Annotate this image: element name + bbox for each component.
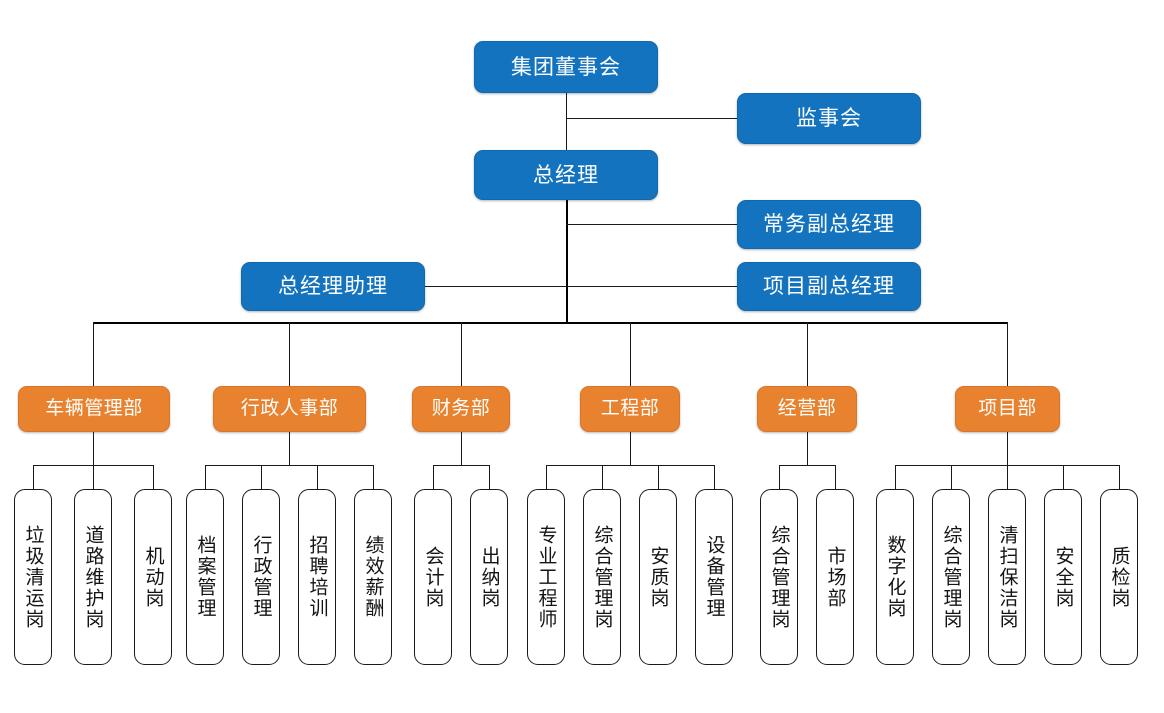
connector-leaf-drop-4-0 <box>779 465 780 489</box>
connector-gm-to-assistant <box>424 286 566 287</box>
dept-node-0[interactable]: 车辆管理部 <box>18 386 170 432</box>
connector-leaf-drop-3-2 <box>658 465 659 489</box>
dept-node-5[interactable]: 项目部 <box>955 386 1060 432</box>
connector-dept-3-drop <box>630 432 631 465</box>
connector-leaf-drop-0-0 <box>33 465 34 489</box>
node-general-manager[interactable]: 总经理 <box>474 150 658 200</box>
connector-board-to-gm <box>566 92 567 150</box>
connector-leaf-drop-0-2 <box>153 465 154 489</box>
position-node-3-0[interactable]: 专业工程师 <box>527 489 565 665</box>
position-node-1-1[interactable]: 行政管理 <box>242 489 280 665</box>
position-node-1-3[interactable]: 绩效薪酬 <box>354 489 392 665</box>
sub-bus-dept-1 <box>205 465 373 466</box>
connector-leaf-drop-1-1 <box>261 465 262 489</box>
connector-dept-5-drop <box>1007 432 1008 465</box>
connector-leaf-drop-1-3 <box>373 465 374 489</box>
connector-leaf-drop-1-2 <box>317 465 318 489</box>
connector-leaf-drop-5-2 <box>1007 465 1008 489</box>
connector-gm-to-project-vice <box>566 286 737 287</box>
position-node-0-0[interactable]: 垃圾清运岗 <box>14 489 52 665</box>
position-node-5-0[interactable]: 数字化岗 <box>876 489 914 665</box>
connector-leaf-drop-3-0 <box>546 465 547 489</box>
connector-leaf-drop-3-3 <box>714 465 715 489</box>
connector-leaf-drop-0-1 <box>93 465 94 489</box>
dept-node-2[interactable]: 财务部 <box>412 386 510 432</box>
dept-node-4[interactable]: 经营部 <box>757 386 857 432</box>
sub-bus-dept-3 <box>546 465 714 466</box>
node-executive-vice-gm[interactable]: 常务副总经理 <box>737 200 921 249</box>
connector-leaf-drop-1-0 <box>205 465 206 489</box>
position-node-3-3[interactable]: 设备管理 <box>695 489 733 665</box>
position-node-5-3[interactable]: 安全岗 <box>1044 489 1082 665</box>
connector-leaf-drop-2-0 <box>433 465 434 489</box>
connector-bus-to-dept-5 <box>807 322 808 386</box>
position-node-5-4[interactable]: 质检岗 <box>1100 489 1138 665</box>
connector-bus-to-dept-3 <box>461 322 462 386</box>
position-node-1-2[interactable]: 招聘培训 <box>298 489 336 665</box>
node-gm-assistant[interactable]: 总经理助理 <box>241 262 425 311</box>
connector-bus-to-dept-2 <box>289 322 290 386</box>
position-node-2-1[interactable]: 出纳岗 <box>470 489 508 665</box>
department-bus <box>93 322 1008 324</box>
position-node-1-0[interactable]: 档案管理 <box>186 489 224 665</box>
connector-leaf-drop-4-1 <box>835 465 836 489</box>
position-node-0-1[interactable]: 道路维护岗 <box>74 489 112 665</box>
sub-bus-dept-4 <box>779 465 835 466</box>
connector-bus-to-dept-6 <box>1007 322 1008 386</box>
position-node-4-0[interactable]: 综合管理岗 <box>760 489 798 665</box>
connector-leaf-drop-2-1 <box>489 465 490 489</box>
connector-leaf-drop-5-4 <box>1119 465 1120 489</box>
node-supervisory-board[interactable]: 监事会 <box>737 93 921 144</box>
position-node-3-1[interactable]: 综合管理岗 <box>583 489 621 665</box>
dept-node-1[interactable]: 行政人事部 <box>213 386 366 432</box>
connector-bus-to-dept-4 <box>630 322 631 386</box>
connector-leaf-drop-5-3 <box>1063 465 1064 489</box>
connector-gm-trunk <box>566 200 568 322</box>
connector-bus-to-dept-1 <box>93 322 94 386</box>
position-node-5-2[interactable]: 清扫保洁岗 <box>988 489 1026 665</box>
connector-board-to-supervisory <box>566 118 737 119</box>
node-board[interactable]: 集团董事会 <box>474 41 658 93</box>
position-node-2-0[interactable]: 会计岗 <box>414 489 452 665</box>
position-node-0-2[interactable]: 机动岗 <box>134 489 172 665</box>
position-node-4-1[interactable]: 市场部 <box>816 489 854 665</box>
connector-dept-0-drop <box>93 432 94 465</box>
position-node-3-2[interactable]: 安质岗 <box>639 489 677 665</box>
position-node-5-1[interactable]: 综合管理岗 <box>932 489 970 665</box>
sub-bus-dept-2 <box>433 465 489 466</box>
connector-leaf-drop-3-1 <box>602 465 603 489</box>
connector-dept-1-drop <box>289 432 290 465</box>
connector-dept-4-drop <box>807 432 808 465</box>
node-project-vice-gm[interactable]: 项目副总经理 <box>737 262 921 311</box>
dept-node-3[interactable]: 工程部 <box>580 386 680 432</box>
connector-dept-2-drop <box>461 432 462 465</box>
connector-leaf-drop-5-0 <box>895 465 896 489</box>
connector-leaf-drop-5-1 <box>951 465 952 489</box>
connector-gm-to-exec-vice <box>566 224 737 225</box>
